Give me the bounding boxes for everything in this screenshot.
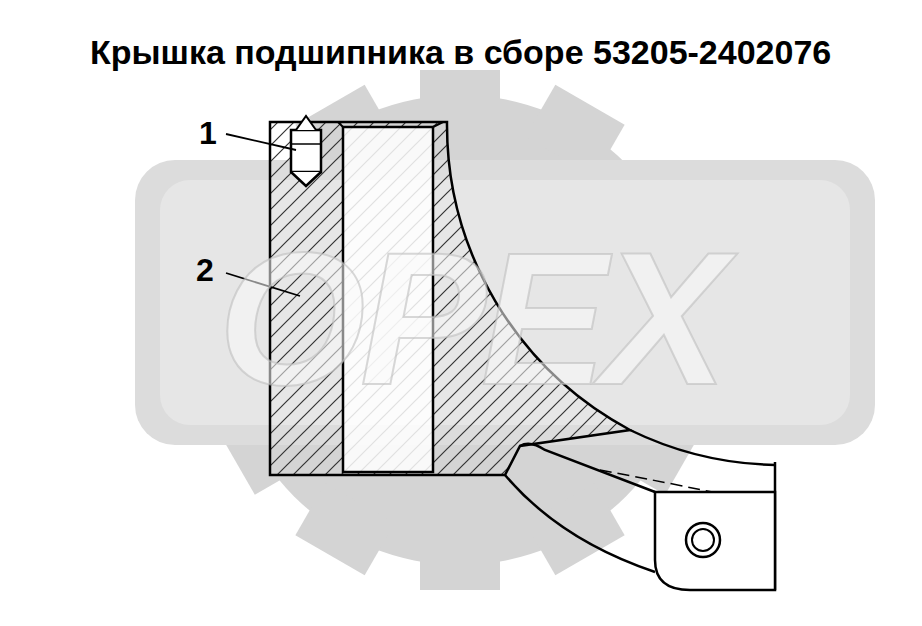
callout-number: 2 xyxy=(196,254,214,286)
callout-number: 1 xyxy=(199,117,217,149)
plug-line xyxy=(291,143,321,145)
strut-bottom xyxy=(505,475,655,572)
plug-head xyxy=(296,116,316,130)
leader-line xyxy=(226,134,296,150)
plug xyxy=(291,130,321,172)
boss xyxy=(655,492,775,590)
watermark-band xyxy=(135,160,875,445)
gear-tooth xyxy=(295,483,394,575)
gear-tooth xyxy=(525,483,624,575)
cap-arc xyxy=(630,430,775,465)
watermark-band-inner xyxy=(160,180,850,425)
strut-top xyxy=(520,444,655,492)
hole-inner xyxy=(692,529,714,551)
chamfer xyxy=(433,122,443,127)
hole xyxy=(686,523,720,557)
chamfer xyxy=(338,122,343,127)
plug-tip xyxy=(291,172,321,186)
diagram-title: Крышка подшипника в сборе 53205-2402076 xyxy=(90,35,831,69)
watermark: OPEX xyxy=(218,223,722,413)
gear-tooth xyxy=(420,530,500,590)
